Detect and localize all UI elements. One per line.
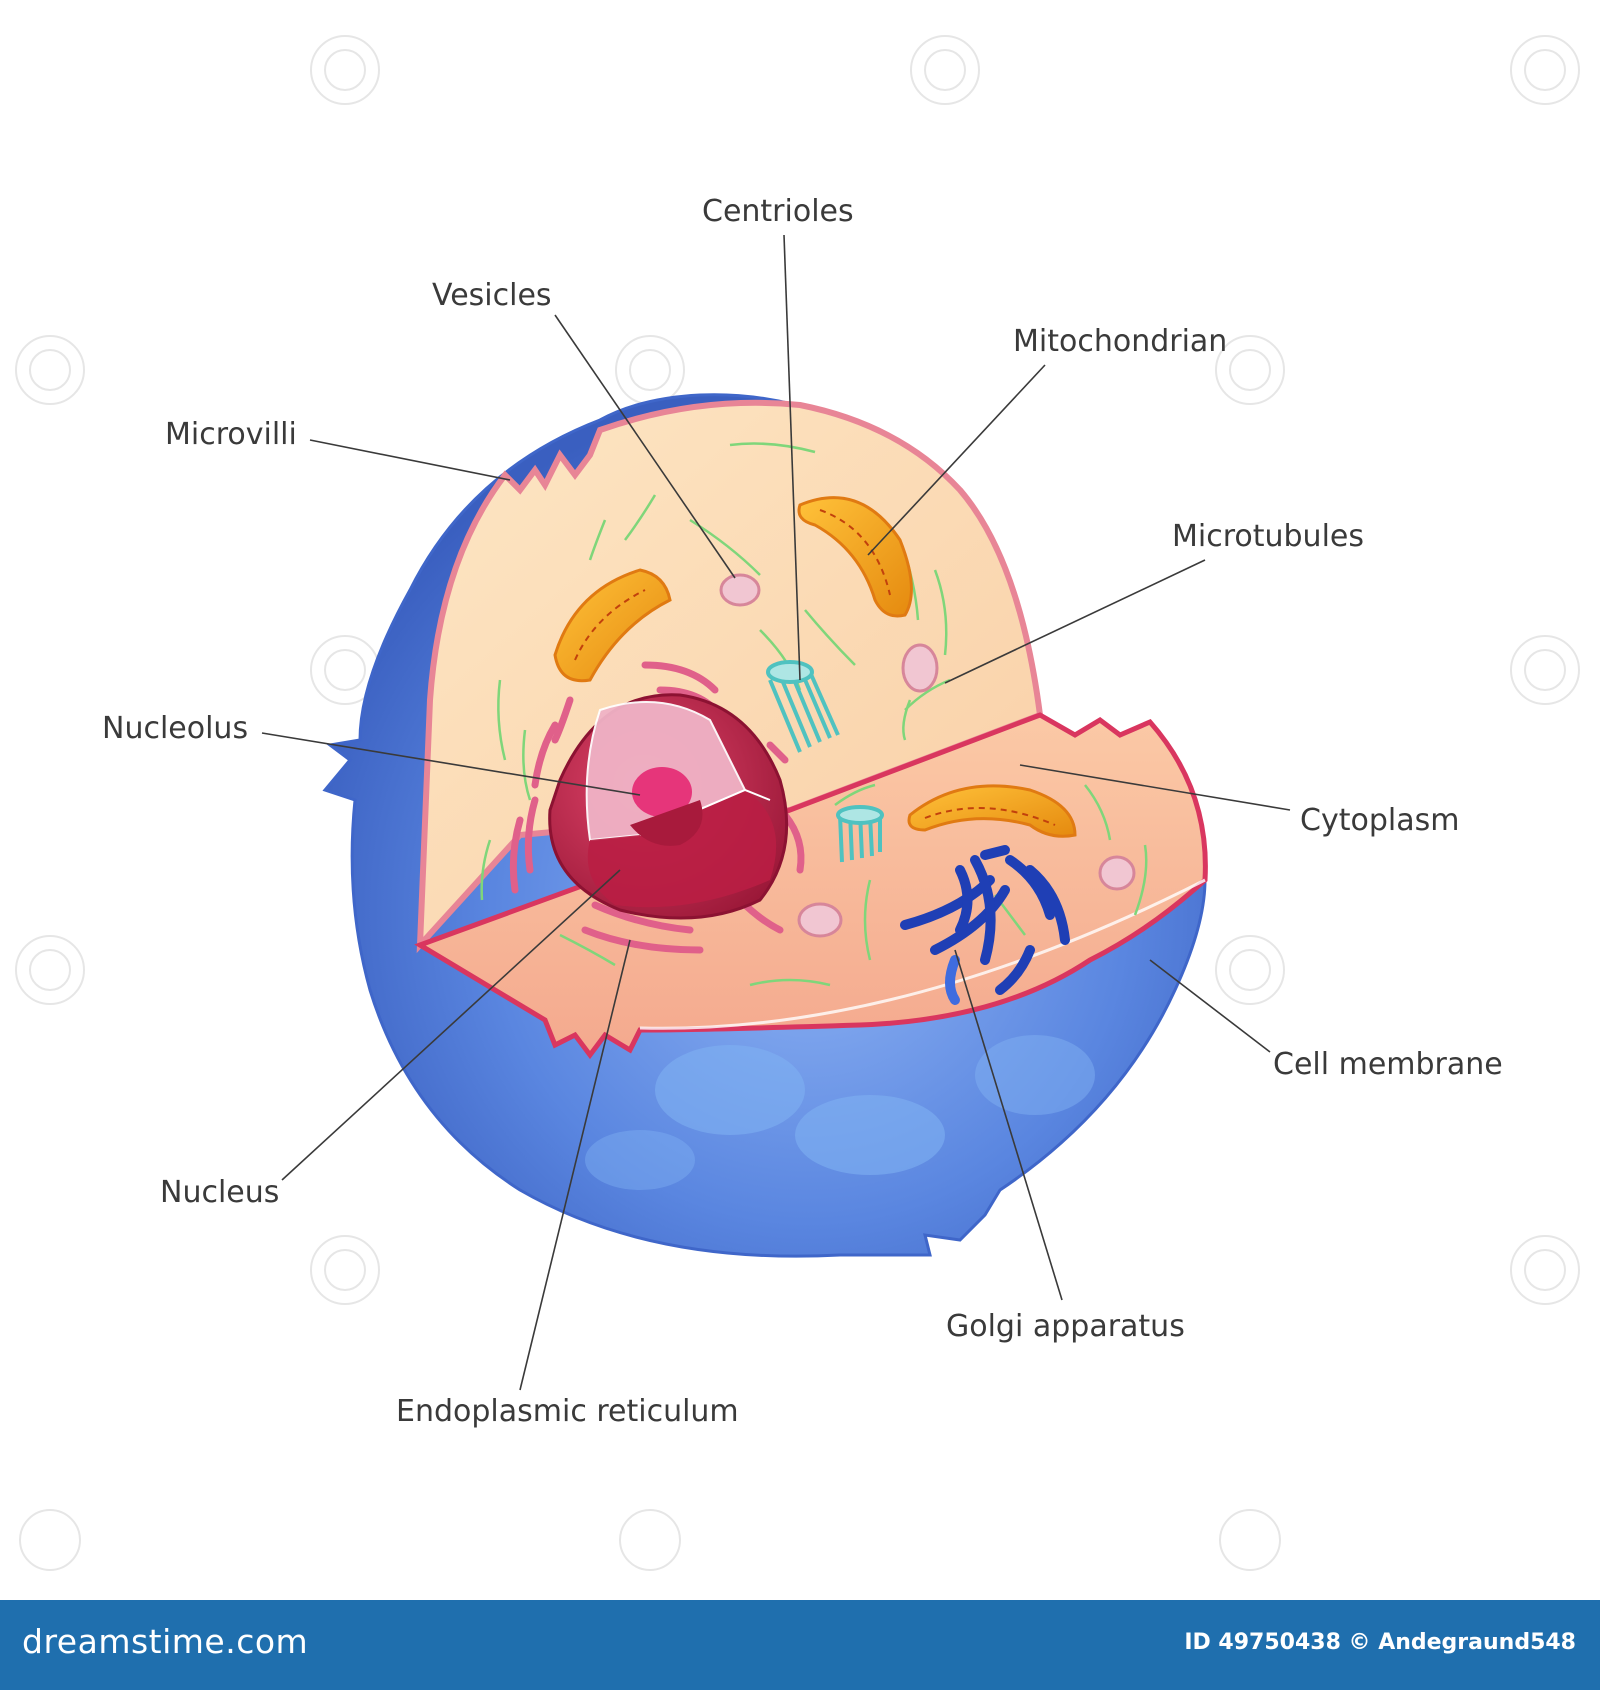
label-vesicles: Vesicles xyxy=(432,278,552,313)
label-centrioles: Centrioles xyxy=(702,194,854,229)
vesicle xyxy=(1100,857,1134,889)
footer-brand[interactable]: dreamstime.com xyxy=(22,1622,308,1661)
footer-bar: dreamstime.com ID 49750438 © Andegraund5… xyxy=(0,1600,1600,1690)
footer-credit: ID 49750438 © Andegraund548 xyxy=(1184,1630,1576,1655)
label-cell-membrane: Cell membrane xyxy=(1273,1047,1503,1082)
label-cytoplasm: Cytoplasm xyxy=(1300,803,1459,838)
label-microtubules: Microtubules xyxy=(1172,519,1364,554)
label-endoplasmic-reticulum: Endoplasmic reticulum xyxy=(396,1394,739,1429)
vesicle xyxy=(903,645,937,691)
label-golgi-apparatus: Golgi apparatus xyxy=(946,1309,1185,1344)
vesicle xyxy=(721,575,759,605)
vesicle xyxy=(799,904,841,936)
label-nucleolus: Nucleolus xyxy=(102,711,248,746)
leader-microvilli xyxy=(310,440,510,480)
cell-diagram: Centrioles Vesicles Mitochondrian Microv… xyxy=(0,0,1600,1600)
label-nucleus: Nucleus xyxy=(160,1175,279,1210)
label-microvilli: Microvilli xyxy=(165,417,297,452)
label-mitochondrian: Mitochondrian xyxy=(1013,324,1227,359)
